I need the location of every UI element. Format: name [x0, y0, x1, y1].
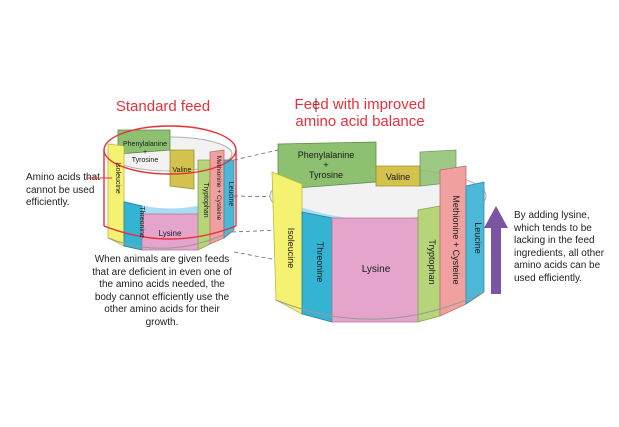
- small-label-valine: Valine: [173, 167, 192, 174]
- standard-feed-barrel: Phenylalanine + Tyrosine Valine Isoleuci…: [86, 125, 237, 251]
- improved-feed-title: Feed with improved amino acid balance: [294, 96, 426, 130]
- large-label-methionine: Methionine + Cysteine: [451, 195, 461, 284]
- small-label-lysine: Lysine: [159, 229, 182, 238]
- lysine-addition-note: By adding lysine, which tends to be lack…: [514, 210, 605, 284]
- small-water-surface: [120, 199, 222, 217]
- large-label-valine: Valine: [386, 172, 410, 182]
- small-label-methionine: Methionine + Cysteine: [215, 156, 222, 221]
- large-label-leucine: Leucine: [473, 222, 483, 254]
- improved-feed-barrel: Phenylalanine + Tyrosine Valine Isoleuci…: [269, 141, 487, 323]
- small-barrel-base: [107, 229, 235, 249]
- large-label-phenylalanine: Phenylalanine: [298, 150, 355, 160]
- small-label-tryptophan: Tryptophan: [202, 182, 209, 217]
- large-label-threonine: Threonine: [315, 242, 325, 283]
- large-label-isoleucine: Isoleucine: [286, 228, 296, 269]
- small-label-plus: +: [143, 149, 147, 156]
- lysine-increase-arrow: [484, 206, 508, 294]
- large-barrel-base: [275, 291, 485, 320]
- inefficient-amino-acids-note: Amino acids that cannot be used efficien…: [26, 172, 100, 208]
- small-highlight-base: [103, 225, 237, 240]
- small-label-isoleucine: Isoleucine: [114, 162, 121, 194]
- small-highlight-sides: [103, 150, 237, 226]
- small-label-tyrosine: Tyrosine: [132, 157, 159, 164]
- small-label-phenylalanine: Phenylalanine: [123, 141, 167, 148]
- deficiency-explanation-note: When animals are given feeds that are de…: [92, 254, 232, 328]
- small-label-threonine: Threonine: [138, 206, 145, 238]
- standard-feed-title: Standard feed: [115, 98, 211, 115]
- large-label-tryptophan: Tryptophan: [427, 239, 437, 284]
- large-label-tyrosine: Tyrosine: [309, 170, 343, 180]
- small-label-leucine: Leucine: [227, 182, 234, 207]
- large-label-plus: +: [323, 160, 328, 170]
- large-label-lysine: Lysine: [362, 264, 391, 275]
